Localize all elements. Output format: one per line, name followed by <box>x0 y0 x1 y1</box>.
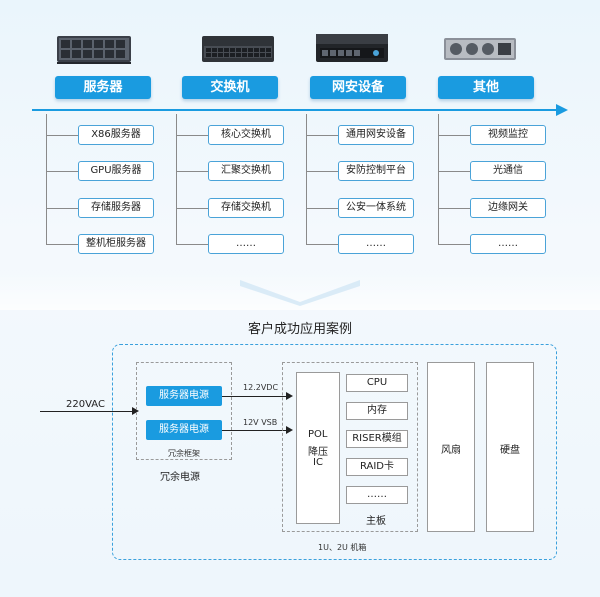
item-optical-comm[interactable]: 光通信 <box>470 161 546 181</box>
tree-branch <box>438 244 470 245</box>
security-appliance-icon <box>314 32 390 66</box>
item-x86-server[interactable]: X86服务器 <box>78 125 154 145</box>
item-other-more[interactable]: …… <box>470 234 546 254</box>
category-servers[interactable]: 服务器 <box>55 76 151 99</box>
item-gpu-server[interactable]: GPU服务器 <box>78 161 154 181</box>
redundant-power-label: 冗余电源 <box>160 472 200 483</box>
chevron-down-icon <box>240 276 360 306</box>
tree-trunk-security <box>306 114 307 244</box>
component-riser[interactable]: RISER模组 <box>346 430 408 448</box>
psu1-arrow-tip <box>286 392 293 400</box>
item-security-more[interactable]: …… <box>338 234 414 254</box>
chassis-outline <box>112 344 557 560</box>
item-video-surveillance[interactable]: 视频监控 <box>470 125 546 145</box>
tree-branch <box>306 208 338 209</box>
tree-branch <box>46 208 78 209</box>
item-edge-gateway[interactable]: 边缘网关 <box>470 198 546 218</box>
item-rack-server[interactable]: 整机柜服务器 <box>78 234 154 254</box>
network-switch-icon <box>200 32 276 66</box>
tree-branch <box>306 135 338 136</box>
pol-label-line1: POL <box>308 429 328 440</box>
tree-branch <box>46 135 78 136</box>
pol-label-line2: 降压 <box>308 447 328 458</box>
tree-branch <box>306 244 338 245</box>
tree-trunk-switches <box>176 114 177 244</box>
psu1-output-label: 12.2VDC <box>243 383 279 392</box>
pol-label-line3: IC <box>313 457 323 468</box>
item-police-system[interactable]: 公安一体系统 <box>338 198 414 218</box>
psu1-arrow-line <box>222 396 288 397</box>
tree-trunk-others <box>438 114 439 244</box>
tree-branch <box>438 135 470 136</box>
tree-branch <box>438 171 470 172</box>
input-voltage-label: 220VAC <box>66 399 105 410</box>
tree-branch <box>176 135 208 136</box>
tree-branch <box>176 244 208 245</box>
redundant-frame-box <box>136 362 232 460</box>
psu2-arrow-tip <box>286 426 293 434</box>
mainboard-area <box>282 362 418 532</box>
category-switches[interactable]: 交换机 <box>182 76 278 99</box>
mainboard-label: 主板 <box>366 516 386 527</box>
category-others[interactable]: 其他 <box>438 76 534 99</box>
input-arrow-tip <box>132 407 139 415</box>
item-core-switch[interactable]: 核心交换机 <box>208 125 284 145</box>
tree-branch <box>46 171 78 172</box>
timeline-line <box>32 109 560 111</box>
tree-branch <box>438 208 470 209</box>
psu2-output-label: 12V VSB <box>243 418 278 427</box>
rack-server-icon <box>56 32 132 66</box>
psu2-arrow-line <box>222 430 288 431</box>
disk-label: 硬盘 <box>500 445 520 456</box>
tree-branch <box>46 244 78 245</box>
item-aggregation-switch[interactable]: 汇聚交换机 <box>208 161 284 181</box>
fan-box[interactable] <box>427 362 475 532</box>
item-general-security[interactable]: 通用网安设备 <box>338 125 414 145</box>
redundant-frame-label: 冗余框架 <box>168 449 200 458</box>
item-security-control[interactable]: 安防控制平台 <box>338 161 414 181</box>
component-cpu[interactable]: CPU <box>346 374 408 392</box>
tree-branch <box>306 171 338 172</box>
other-device-icon <box>442 32 518 66</box>
component-memory[interactable]: 内存 <box>346 402 408 420</box>
psu-2[interactable]: 服务器电源 <box>146 420 222 440</box>
item-switch-more[interactable]: …… <box>208 234 284 254</box>
tree-branch <box>176 208 208 209</box>
psu-1[interactable]: 服务器电源 <box>146 386 222 406</box>
timeline-arrowhead <box>556 104 568 116</box>
tree-trunk-servers <box>46 114 47 244</box>
component-more[interactable]: …… <box>346 486 408 504</box>
category-security-devices[interactable]: 网安设备 <box>310 76 406 99</box>
input-arrow-line <box>40 411 134 412</box>
fan-label: 风扇 <box>441 445 461 456</box>
item-storage-server[interactable]: 存储服务器 <box>78 198 154 218</box>
item-storage-switch[interactable]: 存储交换机 <box>208 198 284 218</box>
disk-box[interactable] <box>486 362 534 532</box>
pol-ic-box <box>296 372 340 524</box>
tree-branch <box>176 171 208 172</box>
chassis-label: 1U、2U 机箱 <box>318 543 367 552</box>
case-section-title: 客户成功应用案例 <box>247 322 352 337</box>
component-raid[interactable]: RAID卡 <box>346 458 408 476</box>
